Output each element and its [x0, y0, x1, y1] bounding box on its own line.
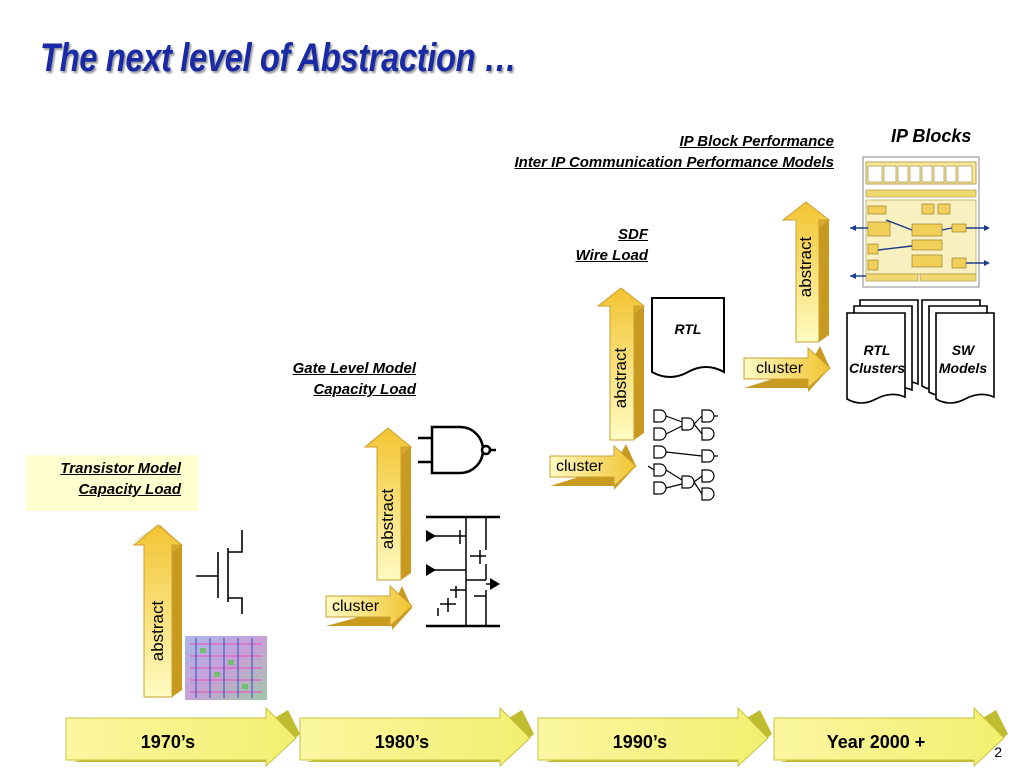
timeline-1970s: 1970’s — [140, 732, 196, 752]
ip-blocks-heading: IP Blocks — [891, 126, 972, 146]
sdf-line-1: SDF — [618, 226, 648, 243]
abstract-label-1: abstract — [148, 600, 167, 662]
transistor-model-line-2: Capacity Load — [78, 481, 181, 498]
timeline-1980s: 1980’s — [374, 732, 430, 752]
transistor-model-line-1: Transistor Model — [60, 460, 181, 477]
rtl-doc-label: RTL — [674, 321, 702, 337]
rtl-clusters-line-2: Clusters — [848, 360, 906, 376]
page-number: 2 — [994, 744, 1002, 760]
slide-title: The next level of Abstraction … — [40, 36, 517, 80]
cluster-arrow-3 — [743, 346, 831, 392]
timeline-arrow-4 — [773, 706, 1008, 768]
abstract-arrow-1 — [128, 524, 184, 698]
cluster-arrow-2 — [549, 444, 637, 490]
sw-models-line-1: SW — [951, 342, 975, 358]
transistor-symbol — [196, 530, 243, 614]
gate-network-schematic — [647, 409, 718, 501]
rtl-clusters-stack — [846, 299, 919, 404]
timeline-2000: Year 2000 + — [826, 732, 926, 752]
gate-level-line-1: Gate Level Model — [292, 360, 416, 377]
rtl-clusters-label: RTL Clusters — [846, 341, 908, 377]
sw-models-line-2: Models — [938, 360, 988, 376]
sw-models-stack — [921, 299, 995, 404]
transistor-model-label: Transistor Model Capacity Load — [60, 458, 181, 500]
cluster-label-1: cluster — [332, 598, 380, 615]
abstract-arrow-2 — [363, 427, 413, 581]
input-marker-b — [426, 564, 436, 576]
abstract-arrow-4 — [781, 201, 831, 343]
abstract-arrow-3 — [596, 287, 646, 441]
cluster-label-3: cluster — [756, 360, 804, 377]
ip-performance-line-2: Inter IP Communication Performance Model… — [514, 154, 834, 171]
cmos-circuit-schematic — [426, 515, 500, 628]
timeline-arrow-3 — [537, 706, 772, 768]
abstract-label-2: abstract — [378, 488, 397, 550]
output-marker — [490, 578, 500, 590]
gate-level-line-2: Capacity Load — [313, 381, 416, 398]
cluster-arrow-1 — [325, 584, 413, 630]
sw-models-label: SW Models — [934, 341, 992, 377]
timeline-arrow-1 — [65, 706, 300, 768]
rtl-clusters-line-1: RTL — [863, 342, 891, 358]
ip-performance-line-1: IP Block Performance — [679, 133, 834, 150]
chip-layout-image — [185, 636, 267, 700]
nand-gate-symbol — [418, 425, 496, 475]
gate-level-model-label: Gate Level Model Capacity Load — [293, 358, 416, 400]
ip-blocks-diagram — [850, 156, 990, 288]
abstract-label-4: abstract — [796, 236, 815, 298]
rtl-document — [651, 297, 725, 378]
sdf-line-2: Wire Load — [575, 247, 648, 264]
sdf-wire-load-label: SDF Wire Load — [576, 224, 648, 266]
abstract-label-3: abstract — [611, 347, 630, 409]
cluster-label-2: cluster — [556, 458, 604, 475]
transistor-label-box — [26, 455, 198, 511]
ip-performance-label: IP Block Performance Inter IP Communicat… — [514, 131, 834, 173]
timeline-arrow-2 — [299, 706, 534, 768]
input-marker-a — [426, 530, 436, 542]
timeline-1990s: 1990’s — [612, 732, 668, 752]
